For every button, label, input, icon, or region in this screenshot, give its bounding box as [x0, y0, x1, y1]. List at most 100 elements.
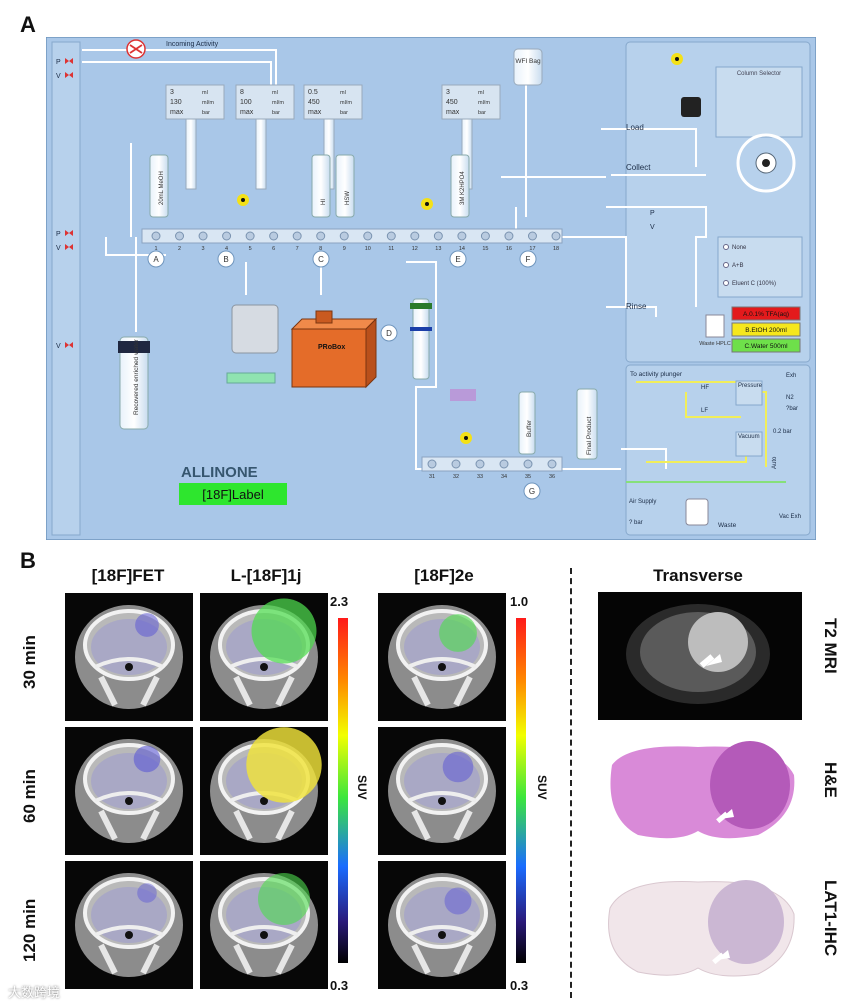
- manifold-port[interactable]: [245, 231, 255, 241]
- manifold-port-label: 32: [453, 474, 459, 480]
- manifold-port[interactable]: [427, 459, 437, 469]
- colorbar-2-label: SUV: [535, 775, 549, 800]
- manifold-port[interactable]: [363, 231, 373, 241]
- hplc-radio[interactable]: [723, 244, 729, 250]
- svg-text:ml/m: ml/m: [272, 100, 284, 106]
- probox-label: PRoBox: [318, 344, 345, 351]
- label-t2-mri: T2 MRI: [821, 618, 840, 674]
- valve-label: P: [56, 231, 61, 238]
- reagent-vial-label: 20mL MeOH: [159, 171, 165, 205]
- colorbar-2: [516, 618, 526, 963]
- valve-label: V: [56, 73, 61, 80]
- solvent-label: C.Water 500ml: [744, 343, 788, 350]
- svg-text:D: D: [386, 329, 392, 338]
- manifold-port-label: 33: [477, 474, 483, 480]
- solvent-bottle: [731, 306, 801, 321]
- wfi-bag-label: WFI Bag: [515, 58, 541, 65]
- manifold-port[interactable]: [551, 231, 561, 241]
- colorbar-1-min: 0.3: [330, 978, 349, 993]
- valve-icon[interactable]: [65, 72, 73, 78]
- buffer-vial: [518, 391, 536, 455]
- manifold-port[interactable]: [499, 459, 509, 469]
- manifold-port-label: 18: [553, 246, 559, 252]
- to-plunger-label: To activity plunger: [630, 371, 683, 378]
- left-valve-column: [51, 41, 81, 536]
- hplc-radio[interactable]: [723, 262, 729, 268]
- manifold-port-label: 31: [429, 474, 435, 480]
- manifold-port-label: 7: [296, 246, 299, 252]
- manifold-port[interactable]: [316, 231, 326, 241]
- svg-text:V: V: [650, 224, 655, 231]
- svg-text:?bar: ?bar: [786, 406, 798, 412]
- manifold-port[interactable]: [269, 231, 279, 241]
- pet-ct-scan: [65, 727, 193, 855]
- manifold-port[interactable]: [457, 231, 467, 241]
- manifold-port-label: 4: [225, 246, 228, 252]
- row-label-30: 30 min: [20, 635, 39, 689]
- manifold-port[interactable]: [480, 231, 490, 241]
- manifold-port[interactable]: [175, 231, 185, 241]
- manifold-port-label: 15: [482, 246, 488, 252]
- manifold-port-label: 35: [525, 474, 531, 480]
- solvent-label: A.0.1% TFA(aq): [743, 311, 789, 318]
- lower-manifold: [421, 456, 563, 472]
- manifold-port[interactable]: [198, 231, 208, 241]
- column-selector: [715, 66, 803, 138]
- manifold-port-label: 17: [529, 246, 535, 252]
- row-label-60: 60 min: [20, 769, 39, 823]
- col-header-2e: [18F]2e: [414, 566, 474, 585]
- manifold-port[interactable]: [339, 231, 349, 241]
- svg-text:Exh: Exh: [786, 373, 796, 379]
- manifold-port[interactable]: [504, 231, 514, 241]
- pet-ct-scan: [378, 593, 506, 721]
- final-product-vial: [576, 388, 598, 460]
- manifold-port[interactable]: [386, 231, 396, 241]
- row-label-120: 120 min: [20, 898, 39, 962]
- manifold-port[interactable]: [151, 231, 161, 241]
- valve-icon[interactable]: [65, 58, 73, 64]
- manifold-group-label: B: [223, 255, 228, 264]
- reagent-vial-label: 3M K2HPO4: [460, 171, 466, 205]
- manifold-port[interactable]: [292, 231, 302, 241]
- hplc-option-label: A+B: [732, 263, 744, 269]
- svg-text:max: max: [170, 109, 184, 116]
- probox: PRoBox: [290, 310, 378, 389]
- manifold-port[interactable]: [433, 231, 443, 241]
- colorbar-2-min: 0.3: [510, 978, 529, 993]
- valve-icon[interactable]: [65, 342, 73, 348]
- manifold-port[interactable]: [475, 459, 485, 469]
- hplc-option-label: Eluent C (100%): [732, 281, 776, 287]
- svg-text:P: P: [650, 210, 655, 217]
- svg-text:Rinse: Rinse: [626, 302, 647, 311]
- waste-bottle: [685, 498, 709, 526]
- manifold-port-label: 12: [412, 246, 418, 252]
- manifold-port-label: 2: [178, 246, 181, 252]
- valve-icon[interactable]: [65, 244, 73, 250]
- svg-text:Auto: Auto: [772, 456, 778, 469]
- manifold-port[interactable]: [527, 231, 537, 241]
- manifold-port[interactable]: [547, 459, 557, 469]
- manifold-port[interactable]: [451, 459, 461, 469]
- manifold-port[interactable]: [410, 231, 420, 241]
- valve-icon[interactable]: [65, 230, 73, 236]
- manifold-group-label: C: [318, 255, 324, 264]
- pet-ct-scan: [378, 727, 506, 855]
- manifold-group-marker: [449, 250, 467, 268]
- svg-text:ml: ml: [272, 90, 278, 96]
- reagent-vial: [149, 154, 169, 218]
- manifold-port[interactable]: [523, 459, 533, 469]
- svg-text:bar: bar: [272, 110, 280, 116]
- col-header-1j: L-[18F]1j: [230, 566, 302, 585]
- hplc-radio[interactable]: [723, 280, 729, 286]
- manifold-group-marker: [312, 250, 330, 268]
- svg-text:ml: ml: [202, 90, 208, 96]
- svg-text:3: 3: [446, 89, 450, 96]
- brand-label: [18F]Label: [202, 487, 264, 502]
- svg-text:0.5: 0.5: [308, 89, 318, 96]
- manifold-port[interactable]: [222, 231, 232, 241]
- waste-label: Waste: [718, 522, 737, 529]
- manifold-port-label: 10: [365, 246, 371, 252]
